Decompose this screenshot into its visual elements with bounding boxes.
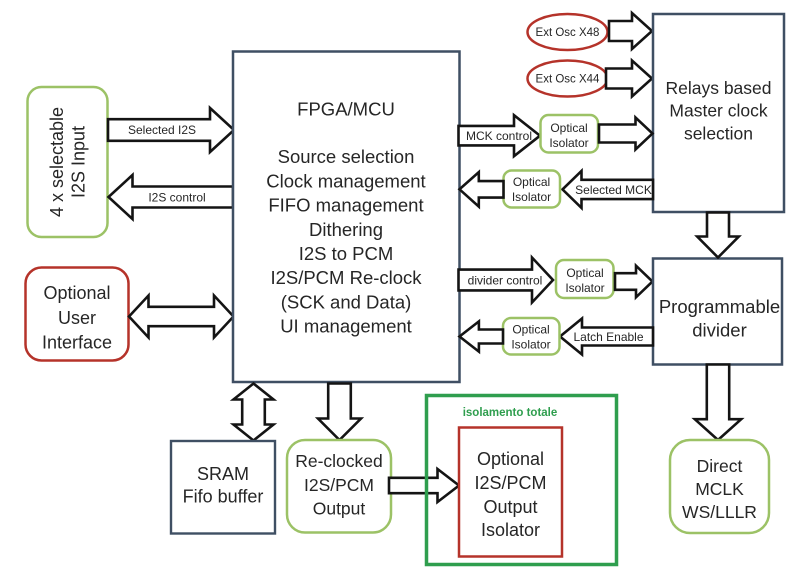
svg-text:Re-clocked: Re-clocked <box>295 451 383 471</box>
svg-text:Programmable: Programmable <box>659 296 780 317</box>
svg-text:MCLK: MCLK <box>695 479 744 499</box>
svg-text:I2S Input: I2S Input <box>69 126 89 198</box>
svg-text:Optical: Optical <box>513 175 550 189</box>
svg-text:User: User <box>58 308 96 328</box>
svg-text:MCK control: MCK control <box>466 129 532 143</box>
svg-text:FPGA/MCU: FPGA/MCU <box>297 99 395 120</box>
svg-text:divider: divider <box>692 320 747 341</box>
svg-text:Direct: Direct <box>697 456 743 476</box>
svg-text:FIFO management: FIFO management <box>268 195 423 216</box>
svg-text:Fifo buffer: Fifo buffer <box>183 487 264 507</box>
svg-text:I2S to PCM: I2S to PCM <box>299 243 394 264</box>
svg-text:Isolator: Isolator <box>565 281 604 295</box>
svg-text:Optical: Optical <box>566 266 603 280</box>
svg-text:Output: Output <box>313 498 366 518</box>
svg-text:Ext Osc X48: Ext Osc X48 <box>536 27 600 39</box>
svg-text:selection: selection <box>684 124 753 144</box>
svg-text:4 x selectable: 4 x selectable <box>47 107 67 217</box>
svg-text:Clock management: Clock management <box>266 170 425 191</box>
svg-text:I2S/PCM Re-clock: I2S/PCM Re-clock <box>270 267 422 288</box>
svg-text:UI management: UI management <box>280 316 412 337</box>
svg-text:I2S/PCM: I2S/PCM <box>304 475 374 495</box>
svg-text:Source selection: Source selection <box>278 146 415 167</box>
svg-text:Isolator: Isolator <box>511 337 550 351</box>
svg-text:Isolator: Isolator <box>481 520 540 540</box>
svg-text:Output: Output <box>483 497 537 517</box>
svg-text:Relays based: Relays based <box>665 78 771 98</box>
svg-text:(SCK and Data): (SCK and Data) <box>281 291 412 312</box>
svg-text:Dithering: Dithering <box>309 219 383 240</box>
svg-text:SRAM: SRAM <box>197 464 249 484</box>
svg-text:Latch Enable: Latch Enable <box>573 330 643 344</box>
svg-text:WS/LLLR: WS/LLLR <box>682 502 757 522</box>
svg-text:Selected MCK: Selected MCK <box>575 183 652 197</box>
svg-text:Master clock: Master clock <box>669 101 767 121</box>
svg-text:divider control: divider control <box>468 273 543 287</box>
svg-text:Interface: Interface <box>42 333 112 353</box>
svg-text:Isolator: Isolator <box>512 190 551 204</box>
svg-text:Optional: Optional <box>477 449 544 469</box>
svg-text:Optional: Optional <box>43 283 110 303</box>
svg-text:Selected I2S: Selected I2S <box>128 123 196 137</box>
svg-text:I2S/PCM: I2S/PCM <box>474 473 546 493</box>
svg-text:Ext Osc X44: Ext Osc X44 <box>536 74 601 86</box>
svg-text:Isolator: Isolator <box>549 136 588 150</box>
svg-text:Optical: Optical <box>512 322 549 336</box>
svg-text:Optical: Optical <box>550 121 587 135</box>
svg-text:isolamento totale: isolamento totale <box>463 407 558 419</box>
svg-text:I2S control: I2S control <box>148 190 205 204</box>
